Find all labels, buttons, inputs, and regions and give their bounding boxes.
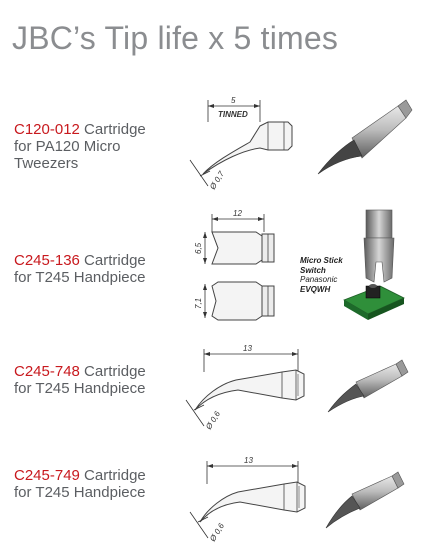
product-desc-line-1: Cartridge [79, 121, 146, 138]
product-desc-line-2: for T245 Handpiece [14, 380, 146, 397]
product-code: C245-749 [14, 467, 80, 484]
dim-width: 12 [233, 209, 242, 218]
product-desc-line-1: Cartridge [79, 467, 146, 484]
dim-height-bottom: 7,1 [194, 298, 203, 309]
product-desc-line-2: for T245 Handpiece [14, 484, 146, 501]
product-caption: C120-012 Cartridge for PA120 Micro Tweez… [14, 121, 146, 172]
product-desc-line-3: Tweezers [14, 155, 79, 172]
dim-height-top: 6,5 [194, 242, 203, 254]
dim-length: 13 [243, 344, 252, 353]
dim-diameter: Ø 0,7 [208, 169, 227, 192]
switch-label: Micro Stick Switch Panasonic EVQWH [300, 256, 343, 294]
product-caption: C245-136 Cartridge for T245 Handpiece [14, 252, 146, 286]
switch-label-line-2: Switch [300, 265, 326, 275]
product-desc-line-2: for T245 Handpiece [14, 269, 146, 286]
page-headline: JBC’s Tip life x 5 times [12, 20, 339, 56]
product-desc-line-2: for PA120 Micro [14, 138, 121, 155]
product-caption: C245-749 Cartridge for T245 Handpiece [14, 467, 146, 501]
product-desc-line-1: Cartridge [79, 252, 146, 269]
dim-length: 13 [244, 456, 253, 465]
switch-label-line-4: EVQWH [300, 284, 331, 294]
product-code: C245-136 [14, 252, 80, 269]
dim-length: 5 [231, 96, 236, 105]
dim-diameter: Ø 0,6 [204, 409, 223, 432]
product-code: C245-748 [14, 363, 80, 380]
product-code: C120-012 [14, 121, 80, 138]
dim-note: TINNED [218, 110, 248, 119]
switch-label-line-1: Micro Stick [300, 256, 343, 265]
product-caption: C245-748 Cartridge for T245 Handpiece [14, 363, 146, 397]
dim-diameter: Ø 0,6 [208, 521, 227, 544]
product-desc-line-1: Cartridge [79, 363, 146, 380]
switch-label-line-3: Panasonic [300, 275, 338, 284]
